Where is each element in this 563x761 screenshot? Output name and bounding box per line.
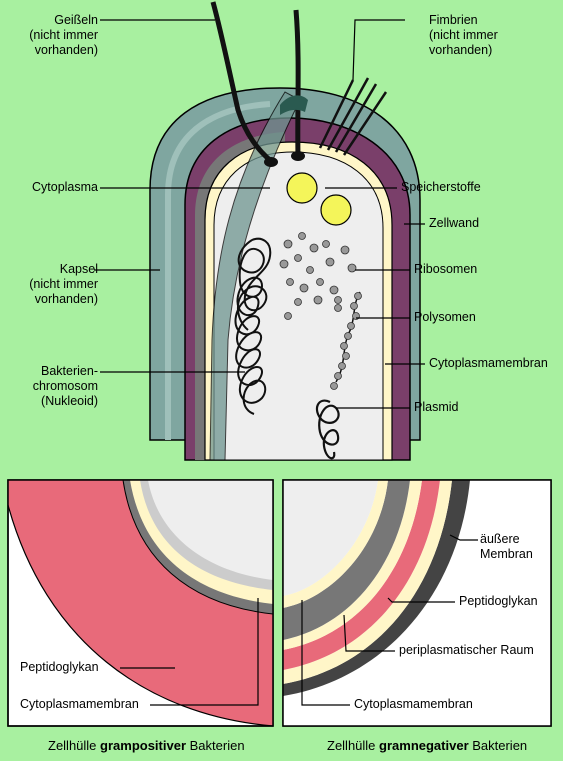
- label-cytoplasmamembran-left: Cytoplasmamembran: [20, 697, 139, 711]
- plasmid-loop: [315, 399, 340, 460]
- caption-gramnegative: Zellhülle gramnegativer Bakterien: [327, 738, 528, 753]
- caption-grampositive: Zellhülle grampositiver Bakterien: [48, 738, 245, 753]
- basal-body-2: [291, 151, 305, 161]
- grampositive-panel: [7, 479, 274, 727]
- label-chromosom: Bakterien- chromosom (Nukleoid): [32, 364, 98, 408]
- gramnegative-panel: [282, 479, 552, 727]
- ribosomes: [279, 232, 357, 320]
- label-cytoplasma: Cytoplasma: [32, 180, 98, 194]
- capsule-cut-overlay: [209, 91, 301, 461]
- fimbria-3: [334, 83, 378, 153]
- capsule-tip: [280, 95, 308, 115]
- label-polysomen: Polysomen: [414, 310, 476, 324]
- label-geisseln: Geißeln (nicht immer vorhanden): [29, 13, 98, 57]
- flagellum-2: [293, 9, 301, 157]
- capsule-highlight: [165, 101, 271, 440]
- leader-lines: [94, 19, 425, 409]
- label-periplasma: periplasmatischer Raum: [399, 643, 534, 657]
- flagellum-1: [210, 1, 274, 164]
- storage-granule-2: [320, 194, 352, 226]
- storage-granule-1: [286, 172, 318, 204]
- basal-body-1: [264, 157, 278, 167]
- label-aeussere-membran: äußere Membran: [480, 532, 533, 561]
- label-plasmid: Plasmid: [414, 400, 459, 414]
- label-cytoplasmamembran-right: Cytoplasmamembran: [354, 697, 473, 711]
- label-fimbrien: Fimbrien (nicht immer vorhanden): [429, 13, 498, 57]
- label-zellwand: Zellwand: [429, 216, 480, 230]
- label-kapsel: Kapsel (nicht immer vorhanden): [29, 262, 98, 306]
- label-ribosomen: Ribosomen: [414, 262, 478, 276]
- panel-leader-lines: [120, 534, 478, 706]
- fimbria-4: [342, 91, 388, 156]
- label-cytoplasmamembran: Cytoplasmamembran: [429, 356, 548, 370]
- chromosome-loops: [234, 237, 272, 415]
- label-speicherstoffe: Speicherstoffe: [401, 180, 481, 194]
- fimbria-1: [318, 79, 355, 149]
- label-peptidoglykan-left: Peptidoglykan: [20, 660, 99, 674]
- fimbria-2: [326, 77, 370, 151]
- label-peptidoglykan-right: Peptidoglykan: [459, 594, 538, 608]
